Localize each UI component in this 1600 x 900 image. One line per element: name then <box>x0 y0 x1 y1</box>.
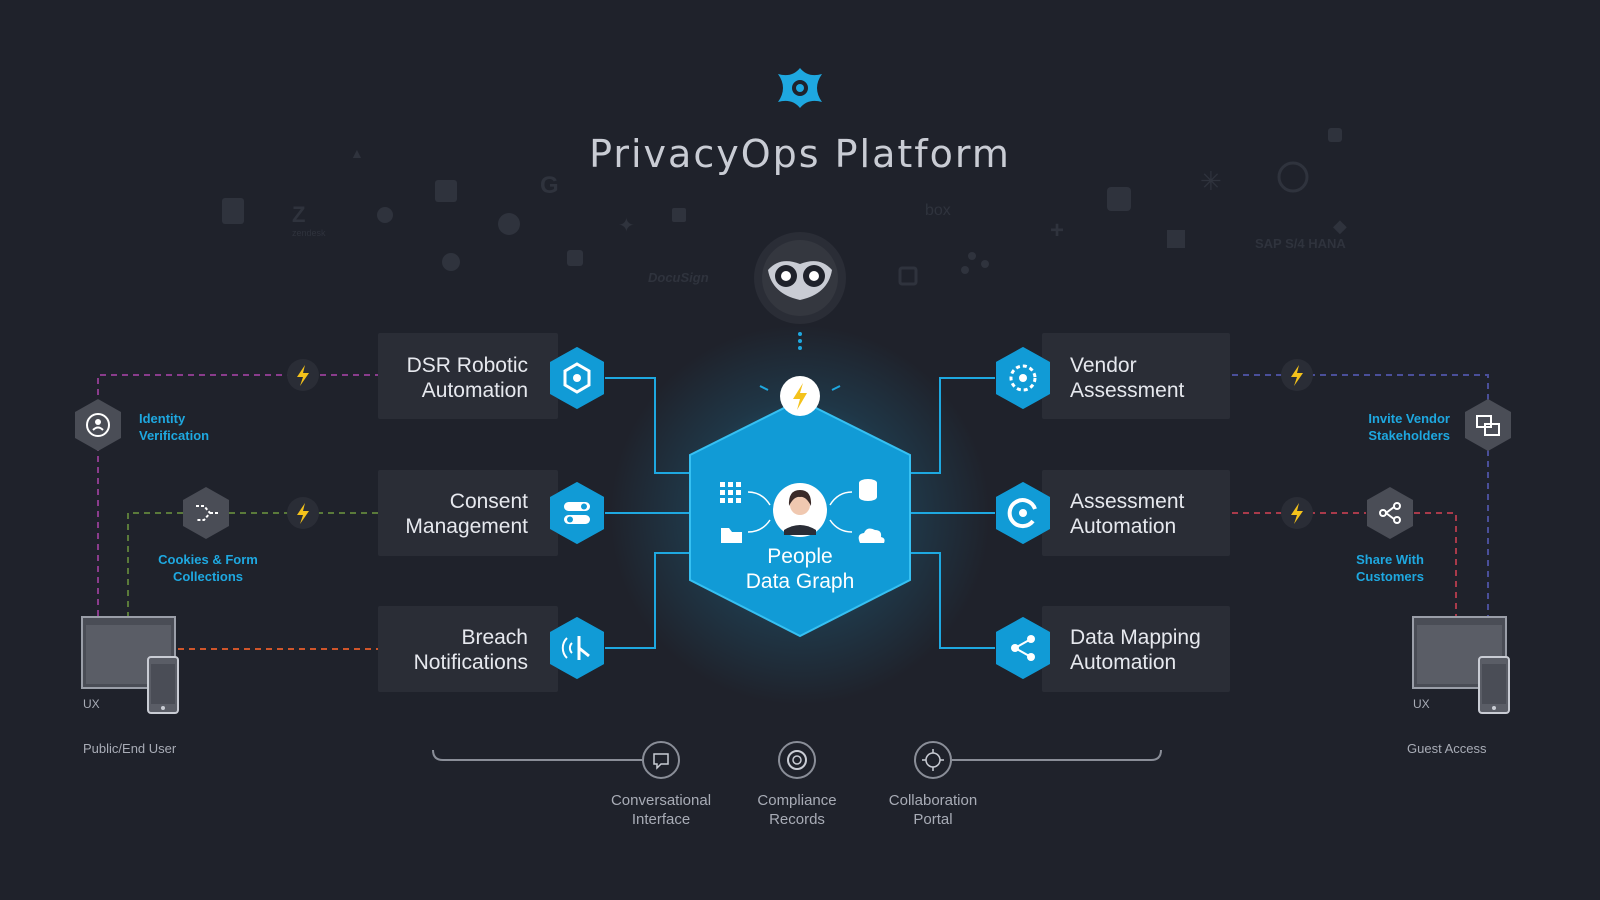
module-dsr-label: DSR Robotic Automation <box>378 353 528 403</box>
share-customers-icon <box>1367 487 1413 539</box>
left-ux-label: UX <box>83 697 100 711</box>
center-connector-curves <box>747 491 853 533</box>
module-dsr-robotic-automation[interactable] <box>378 333 558 419</box>
module-consent-line1: Consent <box>449 490 528 513</box>
module-assessment-label: Assessment Automation <box>1070 489 1230 539</box>
compliance-records-label: Compliance Records <box>717 791 877 829</box>
module-breach-label: Breach Notifications <box>378 625 528 675</box>
left-devices-icon <box>81 616 179 714</box>
cookies-forms-label: Cookies & Form Collections <box>150 551 266 585</box>
person-avatar <box>773 483 827 537</box>
bottom-1-line1: Conversational <box>610 792 712 809</box>
portal-icon <box>914 741 952 779</box>
privacyops-logo <box>778 68 822 108</box>
invite-vendor-icon <box>1465 399 1511 451</box>
center-label-line2: Data Graph <box>745 570 855 593</box>
module-breach-line1: Breach <box>461 626 528 649</box>
module-breach-line2: Notifications <box>413 651 528 674</box>
invite-line2: Stakeholders <box>1368 428 1450 443</box>
cookies-line1: Cookies & Form <box>158 552 258 567</box>
bottom-2-line1: Compliance <box>757 792 837 809</box>
chat-bubble-icon <box>642 741 680 779</box>
bottom-2-line2: Records <box>769 811 825 828</box>
center-grid-icon <box>720 482 741 503</box>
identity-line2: Verification <box>139 428 210 443</box>
module-dsr-line2: Automation <box>421 379 528 402</box>
module-vendor-line1: Vendor <box>1070 354 1137 377</box>
svg-text:✳: ✳ <box>1200 166 1222 196</box>
share-line2: Customers <box>1356 569 1424 584</box>
bolt-icon-left-1 <box>287 359 319 391</box>
invite-line1: Invite Vendor <box>1368 411 1450 426</box>
svg-text:◆: ◆ <box>1333 216 1347 236</box>
right-devices-icon <box>1412 616 1510 714</box>
module-assessment-line2: Automation <box>1070 515 1177 538</box>
module-consent-label: Consent Management <box>378 489 528 539</box>
svg-text:▲: ▲ <box>350 145 364 161</box>
module-datamapping-line1: Data Mapping <box>1070 626 1201 649</box>
module-assessment-automation[interactable] <box>1042 470 1230 556</box>
module-data-mapping-automation[interactable] <box>1042 606 1230 692</box>
module-consent-line2: Management <box>405 515 528 538</box>
svg-text:✦: ✦ <box>618 215 635 237</box>
collaboration-portal-label: Collaboration Portal <box>853 791 1013 829</box>
breach-hex-icon <box>550 617 604 679</box>
conversational-interface-label: Conversational Interface <box>581 791 741 829</box>
module-breach-notifications[interactable] <box>378 606 558 692</box>
background-logos: Z zendesk G ✦ DocuSign box + ✳ SAP S/4 H… <box>222 128 1347 286</box>
module-vendor-assessment[interactable] <box>1042 333 1230 419</box>
page-title: PrivacyOps Platform <box>589 132 1011 176</box>
share-line1: Share With <box>1356 552 1424 567</box>
logo-zendesk: zendesk <box>292 228 326 238</box>
module-vendor-line2: Assessment <box>1070 379 1185 402</box>
public-end-user-label: Public/End User <box>83 741 177 756</box>
center-folder-icon <box>721 528 742 543</box>
module-assessment-line1: Assessment <box>1070 490 1185 513</box>
center-database-icon <box>859 479 877 501</box>
module-datamapping-label: Data Mapping Automation <box>1070 625 1230 675</box>
owl-bot-icon <box>754 232 846 324</box>
identity-line1: Identity <box>139 411 186 426</box>
dsr-hex-icon <box>550 347 604 409</box>
svg-text:Z: Z <box>292 202 305 227</box>
records-icon <box>778 741 816 779</box>
invite-vendor-label: Invite Vendor Stakeholders <box>1340 410 1450 444</box>
left-dashed-connectors <box>97 374 378 650</box>
svg-text:+: + <box>1050 217 1064 244</box>
center-label-line1: People <box>767 545 833 568</box>
logo-docusign: DocuSign <box>648 270 709 285</box>
center-cloud-icon <box>858 528 885 543</box>
module-consent-management[interactable] <box>378 470 558 556</box>
bottom-3-line2: Portal <box>913 811 953 828</box>
right-ux-label: UX <box>1413 697 1430 711</box>
guest-access-label: Guest Access <box>1407 741 1487 756</box>
identity-verification-label: Identity Verification <box>139 410 209 444</box>
logo-box: box <box>925 202 951 219</box>
bolt-icon-left-2 <box>287 497 319 529</box>
module-dsr-line1: DSR Robotic <box>406 354 528 377</box>
bottom-1-line2: Interface <box>631 811 691 828</box>
identity-verification-icon <box>75 399 121 451</box>
cookies-line2: Collections <box>172 569 244 584</box>
bolt-icon-right-1 <box>1281 359 1313 391</box>
center-bolt-badge <box>759 376 841 416</box>
logo-sap: SAP S/4 HANA <box>1255 236 1346 251</box>
module-vendor-label: Vendor Assessment <box>1070 353 1230 403</box>
bolt-icon-right-2 <box>1281 497 1313 529</box>
bottom-3-line1: Collaboration <box>888 792 978 809</box>
svg-text:G: G <box>540 172 559 199</box>
cookies-forms-icon <box>183 487 229 539</box>
share-customers-label: Share With Customers <box>1340 551 1440 585</box>
consent-hex-icon <box>550 482 604 544</box>
module-datamapping-line2: Automation <box>1070 651 1177 674</box>
bottom-timeline <box>432 749 1162 761</box>
